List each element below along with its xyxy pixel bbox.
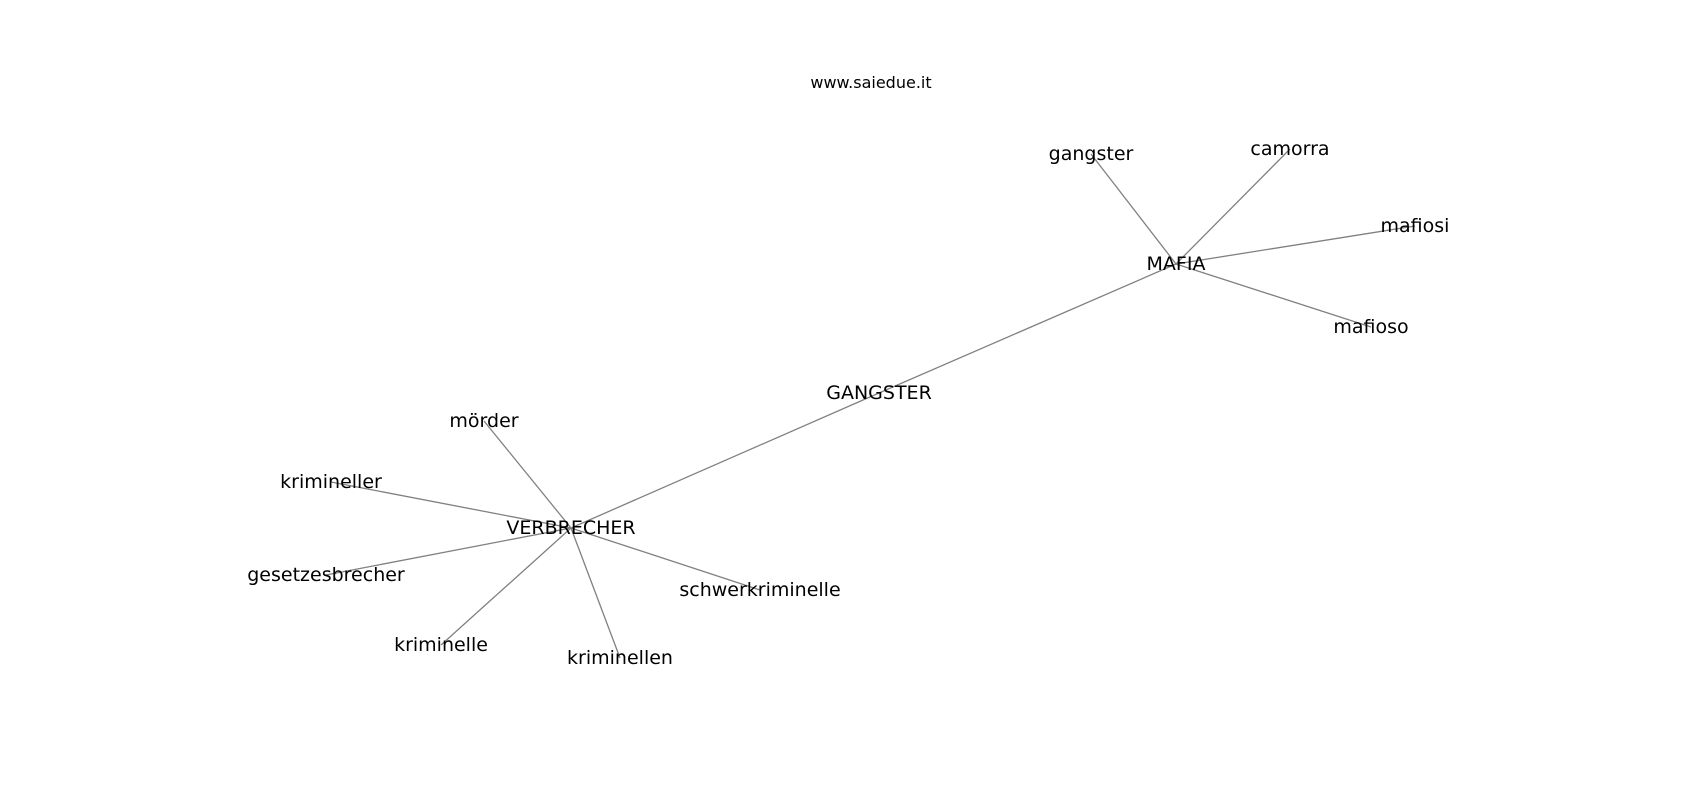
edge-mafia-mafioso (1175, 263, 1372, 328)
node-label-kriminelle: kriminelle (394, 634, 488, 656)
edge-gangster-mafia (878, 263, 1177, 394)
node-label-mafioso: mafioso (1333, 316, 1408, 338)
node-label-gangster: GANGSTER (826, 382, 932, 404)
edge-verbrecher-gesetzesbrecher (325, 527, 572, 576)
edge-mafia-mafiosi (1175, 225, 1416, 265)
edge-verbrecher-morder (483, 420, 572, 529)
edge-layer (325, 148, 1416, 659)
node-label-verbrecher: VERBRECHER (506, 517, 635, 539)
node-label-gesetzesbrecher: gesetzesbrecher (247, 564, 405, 586)
watermark-text: www.saiedue.it (810, 73, 931, 92)
edge-gangster-verbrecher (570, 392, 880, 529)
edge-verbrecher-kriminelle (440, 527, 572, 646)
edge-mafia-camorra (1175, 148, 1291, 265)
node-label-camorra: camorra (1250, 138, 1329, 160)
edge-verbrecher-schwerkriminelle (570, 527, 761, 591)
node-label-krimineller: krimineller (280, 471, 382, 493)
node-label-mafia: MAFIA (1147, 253, 1206, 275)
node-label-mafiosi: mafiosi (1381, 215, 1450, 237)
edge-verbrecher-krimineller (330, 481, 572, 529)
edge-mafia-gangster (1090, 153, 1177, 265)
node-label-morder: mörder (449, 410, 518, 432)
node-label-gangster: gangster (1049, 143, 1134, 165)
node-label-schwerkriminelle: schwerkriminelle (679, 579, 840, 601)
node-layer: GANGSTER MAFIA VERBRECHER gangster camorra ma… (247, 138, 1449, 669)
edge-verbrecher-kriminellen (570, 527, 621, 659)
node-label-kriminellen: kriminellen (567, 647, 673, 669)
